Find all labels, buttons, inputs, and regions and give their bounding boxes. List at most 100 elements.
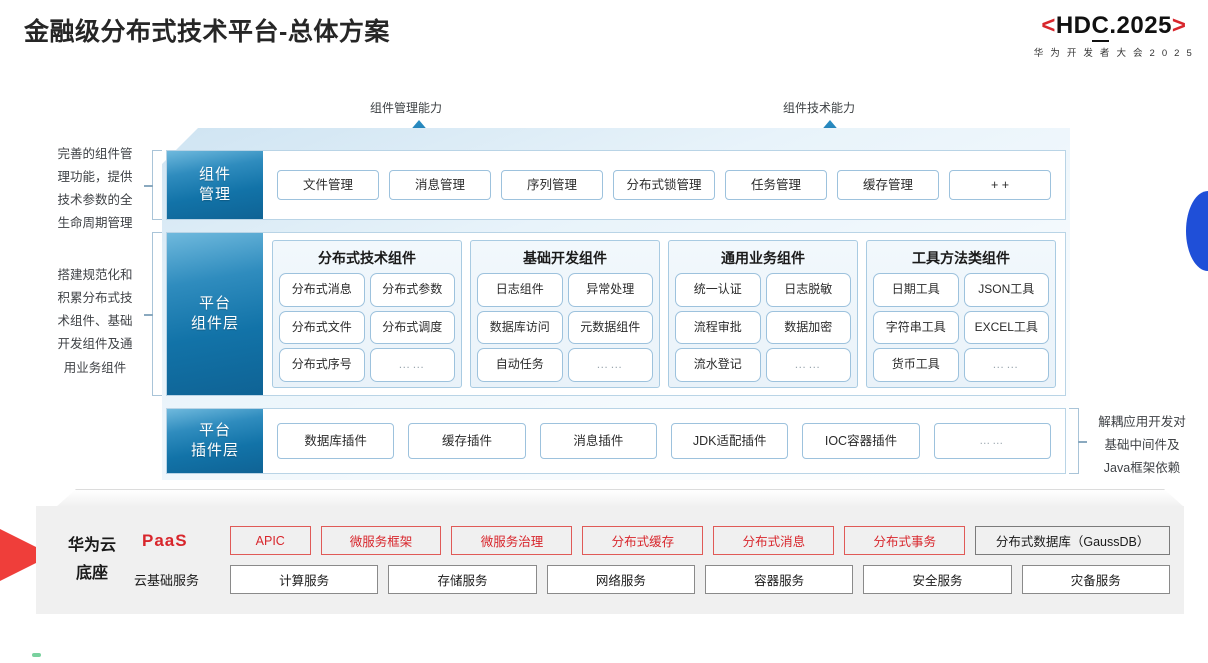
bracket-tick — [144, 185, 153, 187]
component-chip[interactable]: 数据加密 — [765, 310, 851, 345]
basic-service-box[interactable]: 灾备服务 — [1021, 565, 1170, 594]
component-chip[interactable]: 元数据组件 — [567, 310, 653, 345]
hdc-text-part3: .2025 — [1109, 12, 1172, 39]
component-chip[interactable]: 流水登记 — [675, 348, 761, 382]
base-platform-huawei-cloud: 华为云 底座 PaaS APIC 微服务框架微服务治理分布式缓存分布式消息分布式事… — [36, 506, 1184, 614]
paas-service-box[interactable]: 分布式事务 — [844, 526, 966, 555]
basic-service-box[interactable]: 存储服务 — [388, 565, 537, 594]
component-group: 通用业务组件统一认证日志脱敏流程审批数据加密流水登记…… — [668, 240, 858, 388]
paas-service-box[interactable]: 分布式数据库（GaussDB） — [975, 526, 1170, 555]
paas-service-box[interactable]: APIC — [230, 526, 311, 555]
paas-service-box[interactable]: 分布式消息 — [713, 526, 835, 555]
side-note-right-line2: 基础中间件及 — [1104, 438, 1180, 453]
base-row-basic: 云基础服务 计算服务存储服务网络服务容器服务安全服务灾备服务 — [134, 565, 1170, 594]
component-management-chip[interactable]: 缓存管理 — [837, 170, 939, 200]
component-chip[interactable]: 数据库访问 — [477, 310, 563, 345]
basic-service-list: 计算服务存储服务网络服务容器服务安全服务灾备服务 — [230, 565, 1170, 594]
side-note-left-top-line2: 理功能，提供 — [57, 170, 133, 185]
component-group-title: 分布式技术组件 — [318, 250, 416, 266]
component-group-grid: 日志组件异常处理数据库访问元数据组件自动任务…… — [477, 273, 653, 382]
component-group-list: 分布式技术组件分布式消息分布式参数分布式文件分布式调度分布式序号……基础开发组件… — [263, 233, 1065, 395]
basic-services-label: 云基础服务 — [134, 573, 200, 588]
component-chip[interactable]: …… — [369, 348, 455, 382]
component-chip[interactable]: 异常处理 — [567, 273, 653, 307]
hdc-text-part2: C — [1091, 12, 1110, 42]
side-note-left-top: 完善的组件管理功能，提供技术参数的全生命周期管理 — [36, 143, 154, 236]
bracket-right — [1069, 408, 1087, 474]
side-note-right-line3: Java框架依赖 — [1103, 461, 1181, 476]
basic-service-box[interactable]: 网络服务 — [546, 565, 695, 594]
component-chip[interactable]: EXCEL工具 — [963, 310, 1049, 345]
plugin-chip[interactable]: 数据库插件 — [277, 423, 395, 459]
basic-service-box[interactable]: 容器服务 — [704, 565, 854, 594]
component-chip[interactable]: 分布式序号 — [279, 348, 365, 382]
layer-component-management: 组件 管理 文件管理消息管理序列管理分布式锁管理任务管理缓存管理+ + — [166, 150, 1066, 220]
component-chip[interactable]: 分布式调度 — [369, 310, 455, 345]
base-row-paas: PaaS APIC 微服务框架微服务治理分布式缓存分布式消息分布式事务分布式数据库… — [134, 526, 1170, 555]
paas-service-box[interactable]: 分布式缓存 — [582, 526, 704, 555]
side-note-left-bottom-line5: 用业务组件 — [63, 360, 127, 375]
basic-service-box[interactable]: 计算服务 — [230, 565, 379, 594]
hdc-logo: <HDC.2025> 华 为 开 发 者 大 会 2 0 2 5 — [1033, 12, 1194, 59]
plugin-chip[interactable]: JDK适配插件 — [670, 423, 789, 459]
component-management-chip-list: 文件管理消息管理序列管理分布式锁管理任务管理缓存管理 + + — [263, 151, 1065, 219]
component-chip[interactable]: …… — [567, 348, 653, 382]
hdc-logo-subtitle: 华 为 开 发 者 大 会 2 0 2 5 — [1033, 48, 1194, 59]
side-note-left-bottom: 搭建规范化和积累分布式技术组件、基础开发组件及通用业务组件 — [36, 264, 154, 380]
component-chip[interactable]: 分布式参数 — [369, 273, 455, 307]
component-management-chip[interactable]: + + — [949, 170, 1051, 200]
paas-service-box[interactable]: 微服务框架 — [320, 526, 442, 555]
component-management-chip[interactable]: 文件管理 — [277, 170, 379, 200]
component-chip[interactable]: 日期工具 — [873, 273, 959, 307]
component-management-chip[interactable]: 序列管理 — [501, 170, 603, 200]
paas-label: PaaS — [142, 530, 188, 550]
base-platform-top-edge — [56, 489, 1184, 507]
layer-label-platform-component: 平台 组件层 — [167, 233, 263, 395]
component-chip[interactable]: 字符串工具 — [873, 310, 959, 345]
side-note-left-bottom-line2: 积累分布式技 — [57, 291, 133, 306]
component-management-chip[interactable]: 消息管理 — [389, 170, 491, 200]
component-chip[interactable]: JSON工具 — [963, 273, 1049, 307]
component-chip[interactable]: 日志组件 — [477, 273, 563, 307]
component-chip[interactable]: 分布式消息 — [279, 273, 365, 307]
basic-service-box[interactable]: 安全服务 — [863, 565, 1012, 594]
plugin-chip[interactable]: …… — [933, 423, 1051, 459]
component-chip[interactable]: 分布式文件 — [279, 310, 365, 345]
component-management-chip[interactable]: 任务管理 — [725, 170, 827, 200]
layer-label-line2: 组件层 — [190, 315, 239, 332]
component-group-title: 基础开发组件 — [523, 250, 607, 266]
layer-label-line2: 插件层 — [190, 442, 239, 459]
bracket-left-bottom — [144, 232, 162, 396]
component-chip[interactable]: …… — [765, 348, 851, 382]
component-chip[interactable]: 统一认证 — [675, 273, 761, 307]
side-note-left-top-line3: 技术参数的全 — [57, 193, 133, 208]
base-title: 华为云 底座 — [50, 532, 134, 588]
arrow-right-label: 组件技术能力 — [783, 101, 856, 115]
component-management-chip[interactable]: 分布式锁管理 — [613, 170, 715, 200]
layer-platform-plugin: 平台 插件层 数据库插件缓存插件消息插件 JDK适配插件 IOC容器插件 …… — [166, 408, 1066, 474]
hdc-logo-text: <HDC.2025> — [1034, 12, 1194, 42]
component-chip[interactable]: 流程审批 — [675, 310, 761, 345]
component-chip[interactable]: …… — [963, 348, 1049, 382]
layer-label-line1: 平台 — [198, 294, 231, 312]
green-dot-decoration — [32, 653, 41, 657]
component-group: 基础开发组件日志组件异常处理数据库访问元数据组件自动任务…… — [470, 240, 660, 388]
side-note-left-bottom-line1: 搭建规范化和 — [57, 268, 133, 282]
component-chip[interactable]: 货币工具 — [873, 348, 959, 382]
base-title-line1: 华为云 — [67, 537, 116, 554]
layer-platform-component: 平台 组件层 分布式技术组件分布式消息分布式参数分布式文件分布式调度分布式序号…… — [166, 232, 1066, 396]
paas-service-box[interactable]: 微服务治理 — [451, 526, 573, 555]
angle-bracket-left-icon: < — [1041, 12, 1056, 39]
plugin-chip[interactable]: IOC容器插件 — [802, 423, 920, 459]
component-chip[interactable]: 自动任务 — [477, 348, 563, 382]
layer-label-platform-plugin: 平台 插件层 — [167, 409, 263, 473]
plugin-chip[interactable]: 消息插件 — [539, 423, 657, 459]
component-chip[interactable]: 日志脱敏 — [765, 273, 851, 307]
plugin-chip[interactable]: 缓存插件 — [408, 423, 526, 459]
side-note-left-top-line4: 生命周期管理 — [57, 216, 133, 231]
component-group-grid: 统一认证日志脱敏流程审批数据加密流水登记…… — [675, 273, 851, 382]
